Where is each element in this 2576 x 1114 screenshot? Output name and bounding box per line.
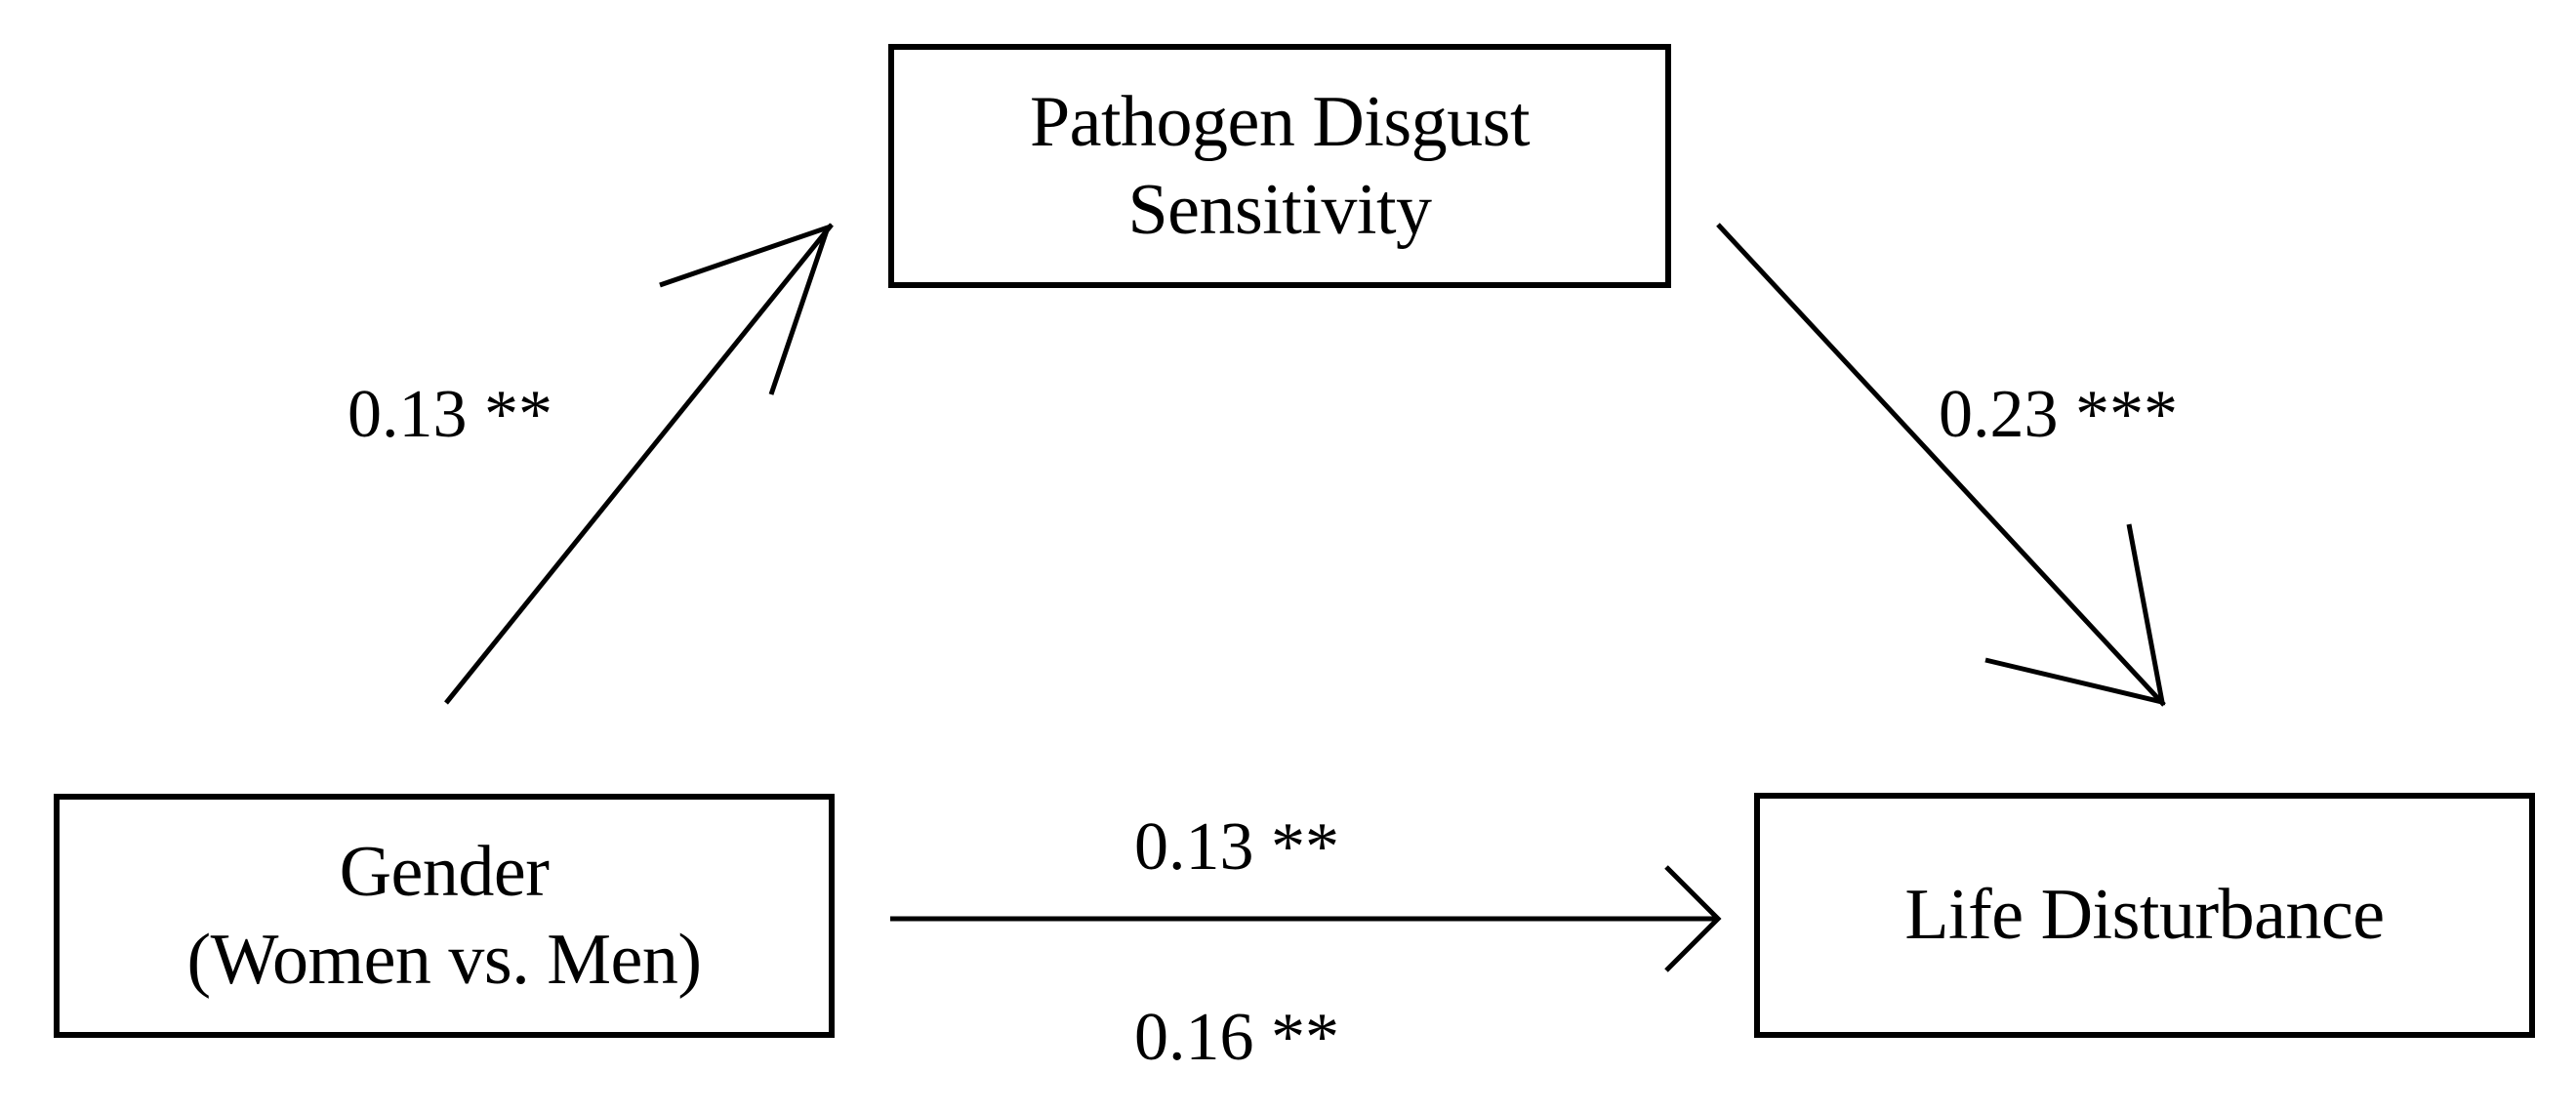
path-coefficient-direct: 0.13 **	[1134, 809, 1339, 885]
path-coefficient-total: 0.16 **	[1134, 1000, 1339, 1075]
node-label-line: Sensitivity	[1127, 170, 1432, 250]
node-gender: Gender (Women vs. Men)	[54, 794, 835, 1038]
node-life-disturbance: Life Disturbance	[1754, 793, 2535, 1038]
node-label-line: Life Disturbance	[1904, 875, 2385, 956]
a-path-arrow	[444, 223, 834, 705]
node-pathogen-disgust-sensitivity: Pathogen Disgust Sensitivity	[888, 44, 1671, 288]
node-label-line: (Women vs. Men)	[186, 920, 702, 1000]
node-label-line: Gender	[339, 831, 550, 912]
path-coefficient-b: 0.23 ***	[1939, 377, 2178, 452]
node-label-line: Pathogen Disgust	[1029, 81, 1531, 162]
b-path-arrow	[1716, 223, 2166, 707]
path-coefficient-a: 0.13 **	[348, 377, 552, 452]
